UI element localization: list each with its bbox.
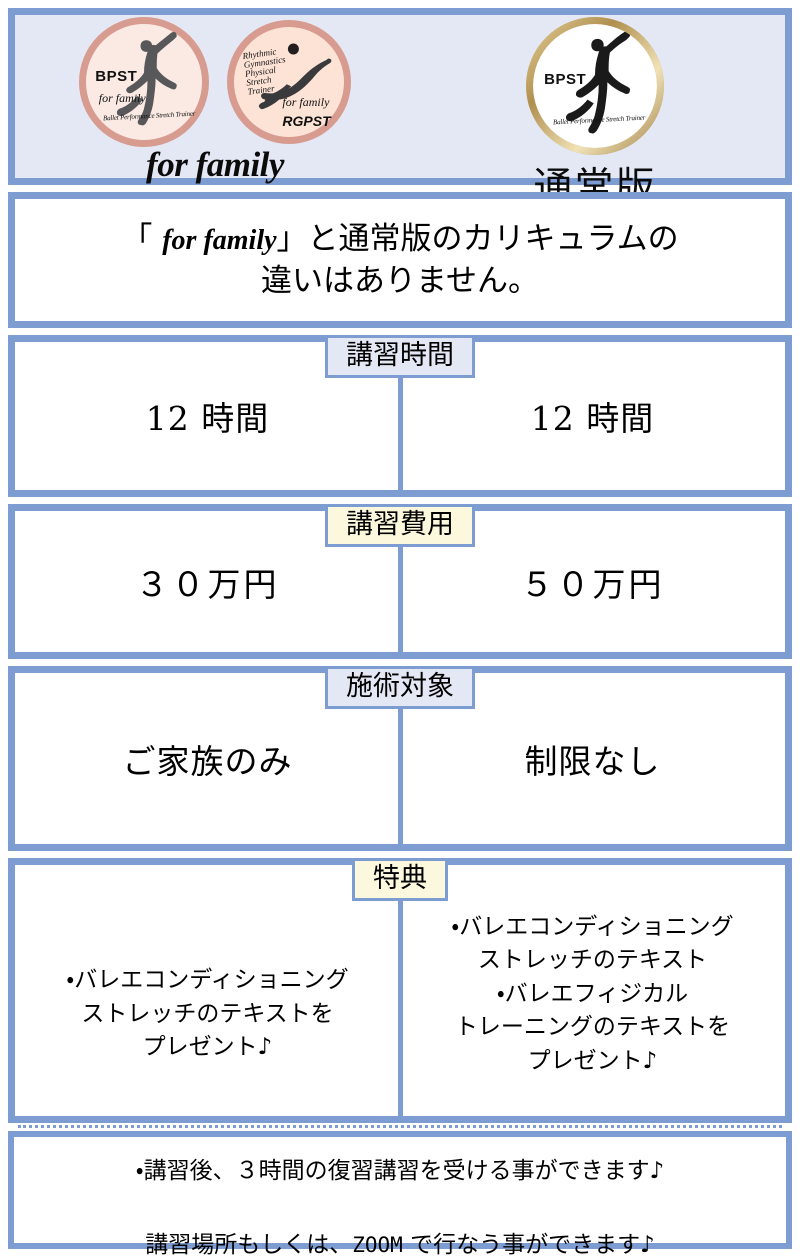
cell-value: 12 時間	[530, 399, 655, 438]
logo-vertical-script-text: Rhythmic Gymnastics Physical Stretch Tra…	[241, 46, 287, 97]
row-divider	[397, 378, 403, 490]
cell-target-normal: 制限なし	[400, 673, 785, 844]
header-band: BPST for family Ballet Performance Stret…	[8, 8, 792, 210]
row-fee: 講習費用 ３０万円 ５０万円	[8, 504, 792, 659]
bpst-normal-logo: BPST Ballet Performance Stretch Trainer	[526, 17, 664, 155]
intro-prefix: 「	[121, 220, 163, 257]
cell-hours-normal: 12 時間	[400, 342, 785, 490]
cell-target-for-family: ご家族のみ	[15, 673, 400, 844]
footer-line-2-post: で行なう事ができます♪	[402, 1232, 655, 1257]
logo-brand-text: BPST	[544, 71, 587, 89]
row-target: 施術対象 ご家族のみ 制限なし	[8, 666, 792, 851]
cell-fee-for-family: ３０万円	[15, 511, 400, 652]
bpst-for-family-logo: BPST for family Ballet Performance Stret…	[79, 17, 209, 147]
cell-hours-for-family: 12 時間	[15, 342, 400, 490]
bonus-text: ・バレエコンディショニング ストレッチのテキストを プレゼント♪	[66, 967, 349, 1061]
row-badge-hours: 講習時間	[325, 335, 475, 379]
footer-line-2-pre: 講習場所もしくは、	[145, 1232, 353, 1257]
cell-bonus-normal: ・バレエコンディショニング ストレッチのテキスト ・バレエフィジカル トレーニン…	[400, 865, 785, 1116]
rgpst-for-family-logo: Rhythmic Gymnastics Physical Stretch Tra…	[227, 20, 351, 144]
row-badge-bonus: 特典	[352, 858, 448, 902]
row-divider	[397, 901, 403, 1116]
row-hours: 講習時間 12 時間 12 時間	[8, 335, 792, 497]
intro-text: 「 for family」と通常版のカリキュラムの 違いはありません。	[107, 218, 692, 302]
cell-value: ３０万円	[135, 564, 280, 604]
footer-zoom-keyword: ZOOM	[352, 1233, 403, 1257]
logo-brand-text: BPST	[95, 68, 138, 86]
dotted-divider	[18, 1125, 782, 1128]
cell-value: 制限なし	[524, 741, 661, 781]
logo-subtitle-text: for family	[282, 95, 330, 110]
footer-box: ・講習後、３時間の復習講習を受ける事ができます♪ 講習場所もしくは、ZOOM で…	[8, 1131, 792, 1257]
header-column-normal: BPST Ballet Performance Stretch Trainer …	[405, 15, 785, 210]
cell-fee-normal: ５０万円	[400, 511, 785, 652]
cell-value: ご家族のみ	[122, 741, 293, 781]
row-bonus: 特典 ・バレエコンディショニング ストレッチのテキストを プレゼント♪ ・バレエ…	[8, 858, 792, 1123]
footer-line-1: ・講習後、３時間の復習講習を受ける事ができます♪	[135, 1157, 665, 1184]
footer-text: ・講習後、３時間の復習講習を受ける事ができます♪ 講習場所もしくは、ZOOM で…	[136, 1116, 665, 1257]
row-badge-fee: 講習費用	[325, 504, 475, 548]
bonus-text: ・バレエコンディショニング ストレッチのテキスト ・バレエフィジカル トレーニン…	[451, 914, 734, 1074]
intro-suffix: 」と通常版のカリキュラムの	[276, 220, 679, 257]
for-family-logo-row: BPST for family Ballet Performance Stret…	[79, 17, 351, 147]
normal-logo-row: BPST Ballet Performance Stretch Trainer	[526, 17, 664, 155]
cell-value: 12 時間	[145, 399, 270, 438]
row-badge-target: 施術対象	[325, 666, 475, 710]
intro-line2: 違いはありません。	[260, 263, 540, 299]
header-caption-for-family: for family	[146, 145, 284, 184]
cell-value: ５０万円	[520, 564, 665, 604]
cell-bonus-for-family: ・バレエコンディショニング ストレッチのテキストを プレゼント♪	[15, 865, 400, 1116]
row-divider	[397, 547, 403, 652]
logo-subtitle-text: for family	[98, 91, 146, 106]
intro-box: 「 for family」と通常版のカリキュラムの 違いはありません。	[8, 192, 792, 328]
intro-emphasis: for family	[162, 224, 277, 256]
row-divider	[397, 709, 403, 844]
header-column-for-family: BPST for family Ballet Performance Stret…	[15, 15, 405, 184]
logo-brand-text: RGPST	[282, 112, 331, 129]
